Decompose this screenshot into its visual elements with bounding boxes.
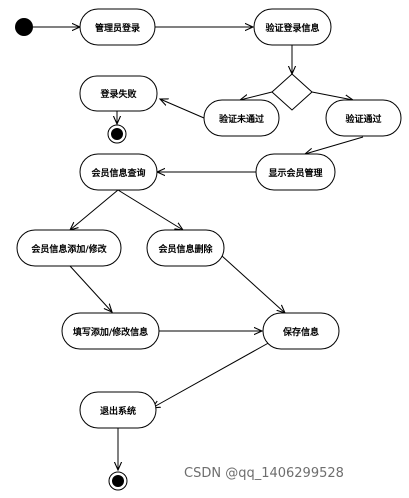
start-node [15,18,33,36]
decision-node [271,73,313,111]
edge-passed-to-showmgmt [305,136,364,154]
edge-query-to-addedit [70,189,119,230]
end-node-exit [108,471,128,491]
watermark-text: CSDN @qq_1406299528 [184,466,344,481]
node-label-admin-login: 管理员登录 [95,22,140,34]
node-label-login-failed: 登录失败 [99,88,137,100]
node-save-info: 保存信息 [262,312,340,350]
edge-decision-to-passed [311,91,353,100]
edge-addedit-to-fill [69,265,112,312]
node-verify-passed: 验证通过 [325,99,402,137]
node-label-fill-add-edit: 填写添加/修改信息 [73,326,148,338]
node-verify-failed: 验证未通过 [203,99,280,137]
end-node-login-failed [107,124,127,144]
edge-save-to-exit [152,340,273,408]
node-member-add-edit: 会员信息添加/修改 [16,229,122,267]
edge-decision-to-failed [240,91,273,100]
node-label-verify-passed: 验证通过 [345,113,381,125]
node-exit-system: 退出系统 [79,391,157,429]
node-member-delete: 会员信息删除 [146,229,225,267]
edges [33,27,364,470]
node-label-exit-system: 退出系统 [100,405,136,417]
node-show-member-mgmt: 显示会员管理 [255,153,336,191]
node-label-show-member-mgmt: 显示会员管理 [268,167,322,179]
node-member-query: 会员信息查询 [79,153,158,191]
node-label-member-delete: 会员信息删除 [158,243,213,255]
node-login-failed: 登录失败 [79,75,158,112]
node-verify-login: 验证登录信息 [253,8,332,46]
node-label-member-query: 会员信息查询 [91,167,145,179]
node-label-member-add-edit: 会员信息添加/修改 [31,243,107,255]
node-admin-login: 管理员登录 [79,8,156,46]
edge-verifyfailed-to-loginfailed [160,99,205,119]
edge-delete-to-save [221,255,285,313]
edge-query-to-delete [117,189,183,230]
node-label-verify-login: 验证登录信息 [265,22,319,34]
node-label-verify-failed: 验证未通过 [219,113,264,125]
node-fill-add-edit: 填写添加/修改信息 [61,312,160,350]
node-label-save-info: 保存信息 [282,326,319,338]
